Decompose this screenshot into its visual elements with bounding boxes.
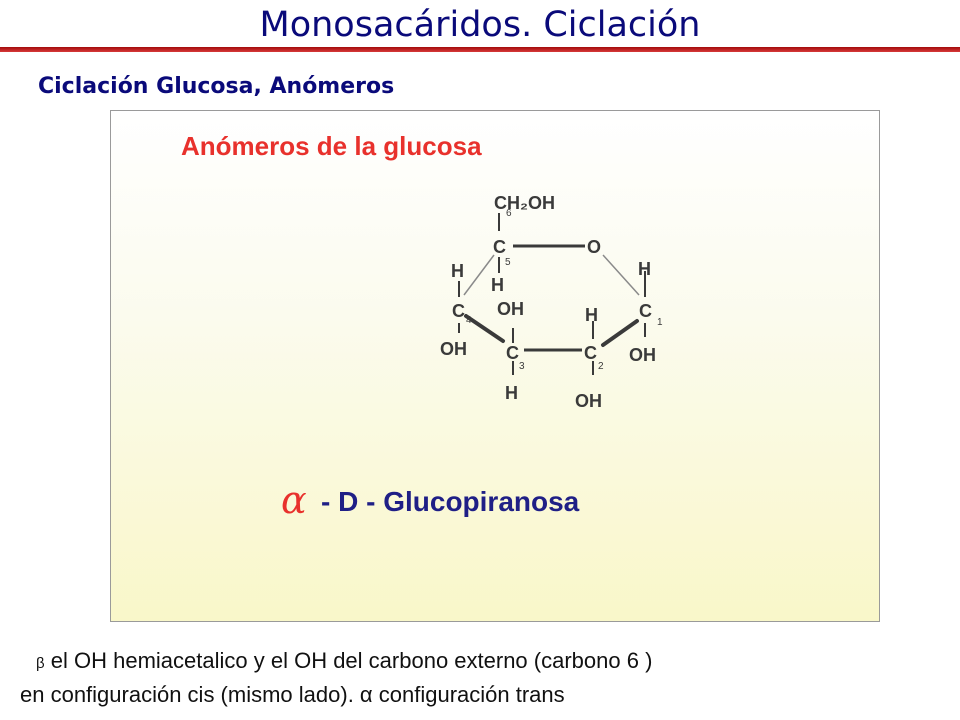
caption-line-2-text: en configuración cis (mismo lado). α: [20, 682, 379, 707]
alpha-symbol: α: [281, 478, 307, 522]
glucose-anomer-diagram: Anómeros de la glucosa CH: [110, 110, 880, 622]
carbon-number-4: 4: [466, 315, 472, 326]
label-c1-oh: OH: [629, 345, 656, 365]
title-divider: [0, 47, 960, 52]
carbon-number-6: 6: [506, 208, 512, 219]
pyranose-structure: Anómeros de la glucosa CH: [181, 131, 663, 522]
bond-c4-c3: [464, 314, 505, 343]
caption-line-1: β el OH hemiacetalico y el OH del carbon…: [36, 646, 652, 679]
carbon-number-1: 1: [657, 317, 663, 328]
beta-symbol: β: [36, 655, 45, 672]
diagram-heading: Anómeros de la glucosa: [181, 131, 482, 161]
carbon-number-3: 3: [519, 361, 525, 372]
label-c3: C: [506, 343, 519, 363]
label-c2-h: H: [585, 305, 598, 325]
label-c1-h: H: [638, 259, 651, 279]
label-c1: C: [639, 301, 652, 321]
slide-subtitle: Ciclación Glucosa, Anómeros: [38, 74, 395, 99]
label-ring-o: O: [587, 237, 601, 257]
carbon-number-2: 2: [598, 361, 604, 372]
slide-title: Monosacáridos. Ciclación: [259, 5, 701, 45]
label-c4-oh: OH: [440, 339, 467, 359]
label-c5: C: [493, 237, 506, 257]
bond-o-c1: [602, 254, 640, 296]
bond-c5-c4: [463, 254, 495, 296]
label-c5-h: H: [491, 275, 504, 295]
bond-c2-c1: [601, 319, 639, 347]
caption-line-2-tail: configuración trans: [378, 682, 565, 707]
label-c2: C: [584, 343, 597, 363]
label-c2-oh: OH: [575, 391, 602, 411]
label-c4: C: [452, 301, 465, 321]
label-c3-h: H: [505, 383, 518, 403]
caption-line-1-text: el OH hemiacetalico y el OH del carbono …: [50, 648, 653, 673]
carbon-number-5: 5: [505, 257, 511, 268]
label-c3-oh: OH: [497, 299, 524, 319]
label-c4-h: H: [451, 261, 464, 281]
compound-name: - D - Glucopiranosa: [321, 486, 580, 517]
caption-line-2: en configuración cis (mismo lado). α con…: [20, 680, 565, 710]
label-ch2oh: CH₂OH: [494, 193, 555, 213]
